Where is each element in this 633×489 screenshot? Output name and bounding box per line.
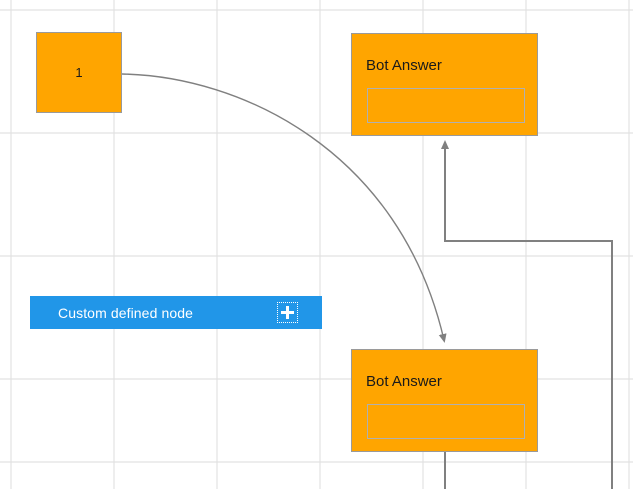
bot-answer-node-top[interactable]: Bot Answer bbox=[351, 33, 538, 136]
bot-answer-top-title: Bot Answer bbox=[366, 57, 442, 74]
bot-answer-bottom-slot[interactable] bbox=[367, 404, 525, 439]
edge-bot-answer-bottom-to-bot-answer-top[interactable] bbox=[441, 140, 613, 489]
bot-answer-bottom-title: Bot Answer bbox=[366, 373, 442, 390]
custom-defined-node-label: Custom defined node bbox=[58, 304, 193, 321]
plus-icon[interactable] bbox=[277, 302, 298, 323]
edge-node1-to-bot-answer-bottom[interactable] bbox=[121, 73, 447, 343]
custom-defined-node[interactable]: Custom defined node bbox=[30, 296, 322, 329]
plus-icon-vertical-bar bbox=[286, 306, 289, 319]
node-1-label: 1 bbox=[75, 65, 83, 80]
bot-answer-top-slot[interactable] bbox=[367, 88, 525, 123]
bot-answer-node-bottom[interactable]: Bot Answer bbox=[351, 349, 538, 452]
node-1[interactable]: 1 bbox=[36, 32, 122, 113]
